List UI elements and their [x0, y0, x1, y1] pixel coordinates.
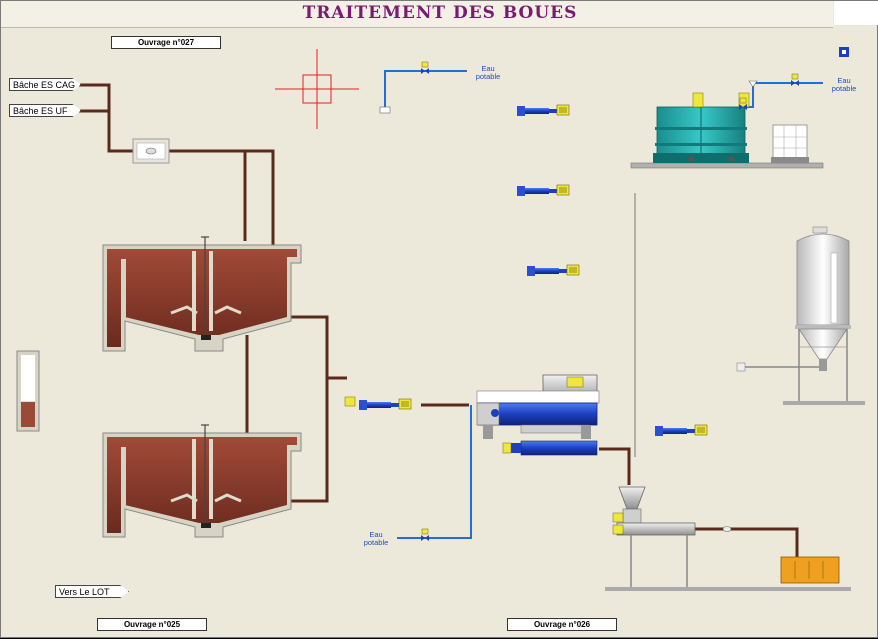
bache-es-uf-tag[interactable]: Bâche ES UF — [9, 104, 81, 117]
title-bar — [1, 1, 833, 28]
funnel-icon — [748, 80, 758, 88]
eau-potable-label-1: Eau potable — [475, 64, 501, 81]
water-piping — [384, 70, 823, 539]
ibc-container — [771, 124, 809, 163]
pump-icon-4[interactable] — [358, 398, 412, 411]
eau-potable-label-2: Eau potable — [831, 76, 857, 93]
pump-icon-3[interactable] — [526, 264, 580, 277]
pump-icon-1[interactable] — [516, 104, 570, 117]
sludge-piping — [79, 83, 799, 557]
ouvrage-026-label: Ouvrage n°026 — [507, 618, 617, 631]
valve-icon-1[interactable] — [420, 61, 430, 75]
pump-icon-5[interactable] — [654, 424, 708, 437]
settling-tank-1 — [102, 236, 302, 352]
bache-es-cag-tag[interactable]: Bâche ES CAG — [9, 78, 81, 91]
distribution-box — [132, 138, 170, 164]
valve-icon-3[interactable] — [420, 528, 430, 542]
screw-conveyor — [605, 486, 851, 591]
polymer-prep-unit — [630, 92, 824, 169]
silo-icon — [736, 226, 865, 405]
eau-potable-label-3: Eau potable — [363, 530, 389, 547]
corner-panel — [834, 1, 878, 25]
crosshair-icon — [275, 49, 359, 129]
skip-container-icon — [780, 556, 840, 584]
ouvrage-025-label: Ouvrage n°025 — [97, 618, 207, 631]
water-outlet-icon — [379, 106, 391, 114]
centrifuge-icon — [476, 374, 600, 456]
valve-icon-2[interactable] — [790, 73, 800, 87]
settling-tank-2 — [102, 424, 302, 538]
page-title: TRAITEMENT DES BOUES — [302, 3, 578, 23]
pump-icon-2[interactable] — [516, 184, 570, 197]
level-gauge — [16, 350, 40, 432]
motor-icon — [344, 396, 356, 407]
ouvrage-027-label: Ouvrage n°027 — [111, 36, 221, 49]
vers-le-lot-tag[interactable]: Vers Le LOT — [55, 585, 129, 598]
